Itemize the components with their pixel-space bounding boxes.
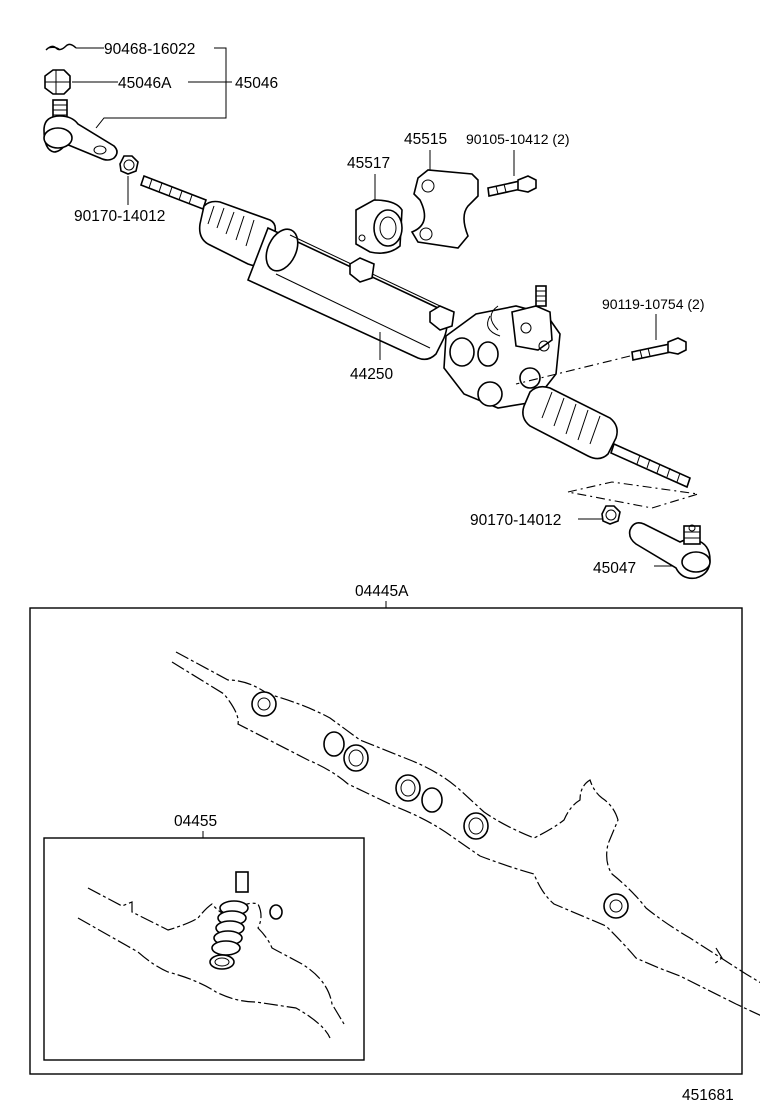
gasket-kit-frame [29,607,743,1075]
gasket-kit-seal-4-icon[interactable] [463,812,489,840]
label-nut-90170-bottom[interactable]: 90170-14012 [470,512,561,529]
gasket-kit-oring-1-icon[interactable] [323,731,345,757]
gasket-kit-seal-2-icon[interactable] [343,744,369,772]
castle-nut-icon[interactable] [44,69,71,95]
label-gasket-kit[interactable]: 04445A [355,583,409,600]
label-tie-rod-end-lh[interactable]: 45046 [235,75,278,92]
lock-nut-bottom-icon[interactable] [601,505,621,525]
label-nut-90170-top[interactable]: 90170-14012 [74,208,165,225]
bolt-right-icon[interactable] [631,337,687,361]
bracket-icon[interactable] [410,169,479,249]
seal-kit-frame [43,837,365,1061]
gasket-kit-seal-3-icon[interactable] [395,774,421,802]
gasket-kit-oring-2-icon[interactable] [421,787,443,813]
gasket-kit-seal-5-icon[interactable] [603,893,629,919]
steering-rack-icon[interactable] [139,174,691,489]
gasket-kit-rack-outline [171,651,760,1016]
bolt-top-icon[interactable] [487,175,537,197]
label-nut-45046a[interactable]: 45046A [118,75,172,92]
label-bolt-90105[interactable]: 90105-10412 (2) [466,131,570,147]
label-seal-kit[interactable]: 04455 [174,813,217,830]
label-rack-44250[interactable]: 44250 [350,366,393,383]
label-cotter-pin[interactable]: 90468-16022 [104,41,195,58]
tie-rod-end-lh-icon[interactable] [43,99,118,161]
label-grommet-45517[interactable]: 45517 [347,155,390,172]
gasket-kit-seal-1-icon[interactable] [251,691,277,717]
label-tie-rod-end-rh[interactable]: 45047 [593,560,636,577]
lock-nut-top-icon[interactable] [119,155,139,175]
illustration-number: 451681 [682,1087,734,1104]
tie-rod-end-rh-icon[interactable] [628,522,711,580]
seal-kit-plug-icon[interactable] [269,904,283,920]
grommet-icon[interactable] [355,199,403,254]
cotter-pin-icon[interactable] [45,43,77,51]
label-bolt-90119[interactable]: 90119-10754 (2) [602,296,704,312]
seal-kit-spring-icon[interactable] [211,871,249,956]
seal-kit-ring-icon[interactable] [209,954,235,970]
label-bracket-45515[interactable]: 45515 [404,131,447,148]
